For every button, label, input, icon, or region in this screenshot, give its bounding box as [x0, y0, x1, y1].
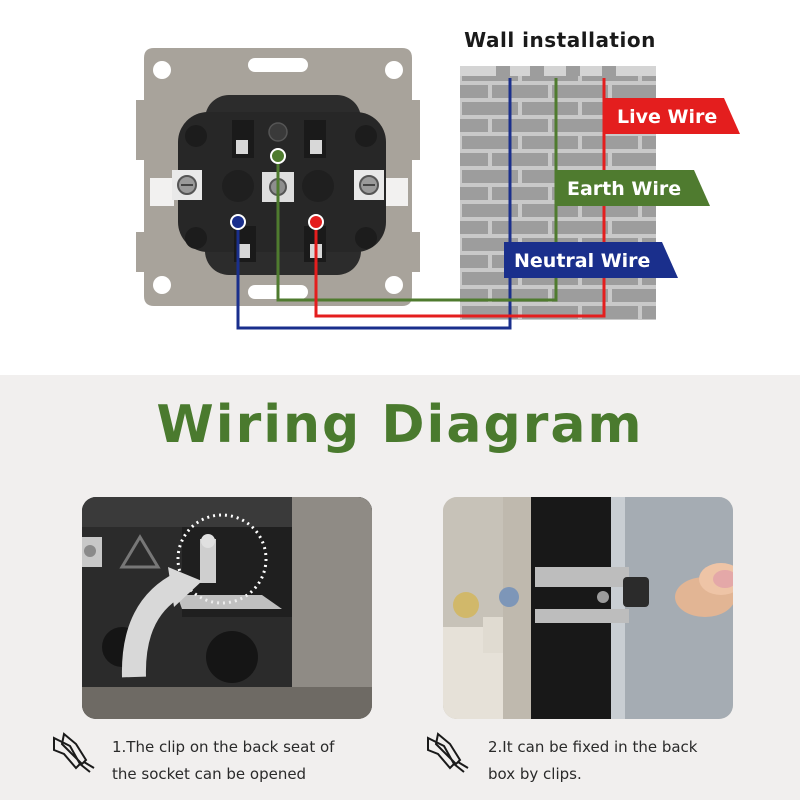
back-box-clip-photo: [443, 497, 733, 719]
step-1-caption: 1.The clip on the back seat of the socke…: [112, 734, 372, 788]
wiring-diagram-heading: Wiring Diagram: [156, 395, 644, 455]
earth-wire-label: Earth Wire: [567, 178, 681, 200]
neutral-terminal-dot: [230, 214, 246, 230]
neutral-wire-path: [236, 78, 512, 330]
clip-icon: [427, 732, 469, 773]
step-1-line-1: 1.The clip on the back seat of: [112, 738, 335, 756]
step-2-line-1: 2.It can be fixed in the back: [488, 738, 698, 756]
live-wire-label-tag: Live Wire: [604, 98, 740, 134]
earth-terminal-dot: [270, 148, 286, 164]
earth-wire-label-tag: Earth Wire: [556, 170, 710, 206]
wiring-diagram: Live Wire Earth Wire Neutral Wire: [136, 48, 740, 330]
step-1-line-2: the socket can be opened: [112, 765, 307, 783]
wall-installation-title: Wall installation: [464, 28, 656, 52]
live-terminal-dot: [308, 214, 324, 230]
neutral-wire-label: Neutral Wire: [514, 250, 650, 272]
clip-icon: [53, 732, 95, 773]
live-wire-label: Live Wire: [617, 106, 717, 128]
neutral-wire-label-tag: Neutral Wire: [504, 242, 678, 278]
back-box-clip-illustration: [443, 497, 733, 719]
step-2-line-2: box by clips.: [488, 765, 582, 783]
socket-clip-photo: [82, 497, 372, 719]
socket-clip-illustration: [82, 497, 372, 719]
step-2-caption: 2.It can be fixed in the back box by cli…: [488, 734, 748, 788]
